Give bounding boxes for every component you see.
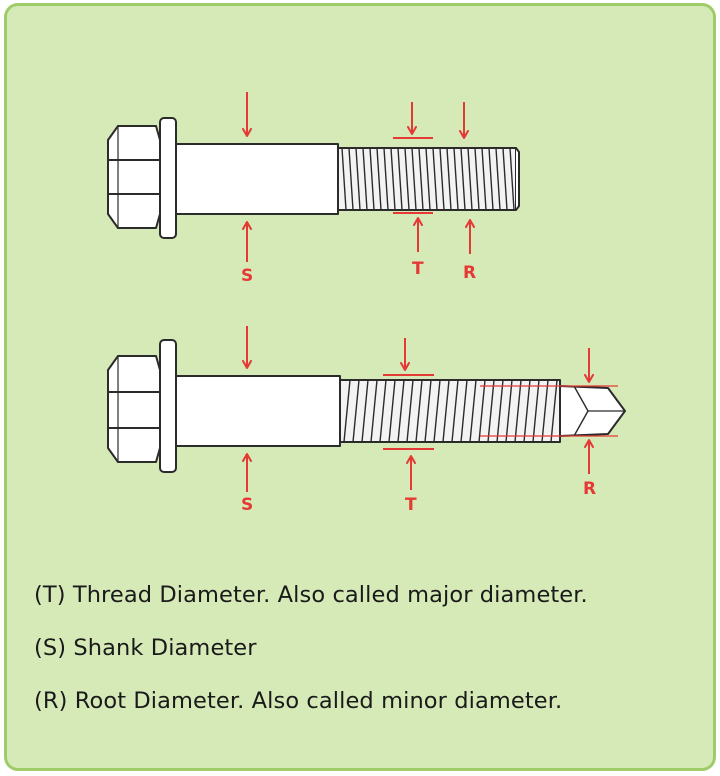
- legend-root-diameter: (R) Root Diameter. Also called minor dia…: [34, 688, 563, 714]
- top-screw-shank: [175, 143, 339, 215]
- bottom-screw-shank: [175, 375, 341, 447]
- top-root-label: R: [463, 263, 476, 283]
- legend-thread-diameter: (T) Thread Diameter. Also called major d…: [34, 582, 588, 608]
- bottom-thread-label: T: [405, 495, 417, 515]
- top-shank-label: S: [241, 266, 253, 286]
- top-screw-head: [107, 117, 177, 239]
- bottom-screw-markers: [242, 326, 594, 492]
- bottom-screw-thread: [339, 379, 561, 443]
- drill-point: [559, 385, 626, 437]
- bottom-root-label: R: [583, 479, 596, 499]
- top-thread-label: T: [412, 259, 424, 279]
- bottom-root-guides: [480, 385, 618, 437]
- legend: (T) Thread Diameter. Also called major d…: [34, 578, 704, 737]
- bottom-screw: [107, 339, 626, 473]
- top-screw-thread: [337, 147, 520, 211]
- bottom-shank-label: S: [241, 495, 253, 515]
- top-screw: [107, 117, 520, 239]
- legend-shank-diameter: (S) Shank Diameter: [34, 635, 257, 661]
- bottom-screw-head: [107, 339, 177, 473]
- top-screw-markers: [242, 92, 475, 262]
